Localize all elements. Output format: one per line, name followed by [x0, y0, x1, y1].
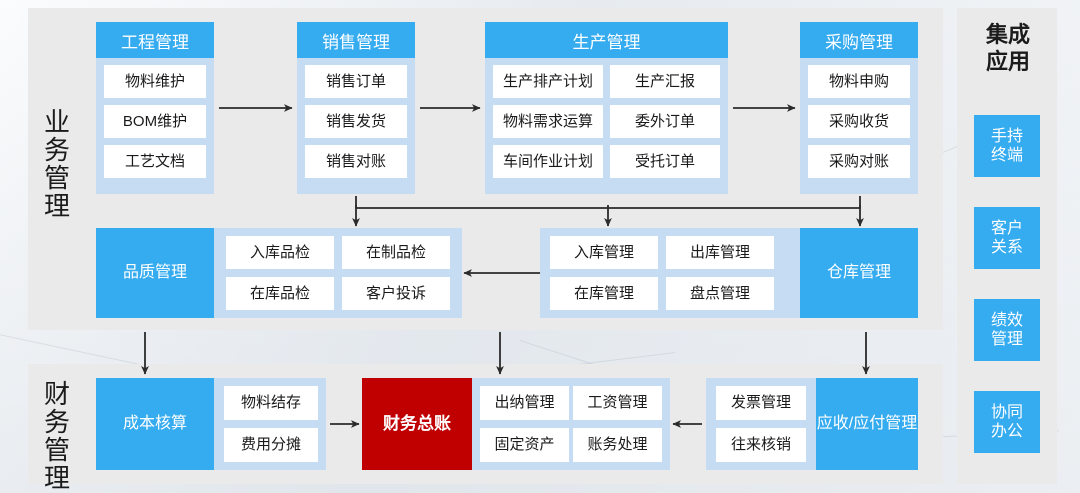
tile-inventory-count-management[interactable]: 盘点管理: [666, 277, 774, 310]
section-label-finance-char-3: 管: [43, 435, 70, 466]
integration-app-customer-relationship[interactable]: 客户 关系: [974, 207, 1040, 269]
tile-material-maintenance[interactable]: 物料维护: [104, 65, 206, 98]
integration-app-collaborative-office-line-1: 协同: [990, 403, 1023, 421]
card-cost-accounting[interactable]: 成本核算 物料结存 费用分摊: [96, 378, 326, 470]
general-ledger-label: 财务总账: [362, 378, 472, 470]
tile-outsourcing-order[interactable]: 委外订单: [610, 105, 720, 138]
tile-payroll-management[interactable]: 工资管理: [573, 386, 662, 420]
tile-process-document[interactable]: 工艺文档: [104, 145, 206, 178]
section-label-finance-char-4: 理: [43, 463, 70, 493]
section-label-finance: 财 务 管 理: [34, 380, 80, 492]
card-production-management[interactable]: 生产管理 生产排产计划 生产汇报 物料需求运算 委外订单 车间作业计划 受托订单: [485, 22, 728, 194]
tile-material-requisition[interactable]: 物料申购: [808, 65, 910, 98]
section-label-business-char-4: 理: [43, 191, 70, 222]
card-engineering-management[interactable]: 工程管理 物料维护 BOM维护 工艺文档: [96, 22, 214, 194]
tile-stock-inspection[interactable]: 在库品检: [226, 277, 334, 310]
tile-invoice-management[interactable]: 发票管理: [716, 386, 806, 420]
tile-customer-complaint[interactable]: 客户投诉: [342, 277, 450, 310]
tile-entrusted-order[interactable]: 受托订单: [610, 145, 720, 178]
section-label-integration: 集成 应用: [962, 22, 1054, 76]
receivable-payable-label: 应收/应付管理: [816, 378, 918, 470]
card-purchasing-header: 采购管理: [800, 22, 918, 58]
quality-management-label: 品质管理: [96, 228, 214, 318]
card-receivable-payable[interactable]: 发票管理 往来核销 应收/应付管理: [706, 378, 918, 470]
integration-app-collaborative-office[interactable]: 协同 办公: [974, 391, 1040, 453]
tile-sales-delivery[interactable]: 销售发货: [305, 105, 407, 138]
card-sales-header: 销售管理: [297, 22, 415, 58]
section-label-business-char-1: 业: [43, 107, 70, 137]
card-general-ledger[interactable]: 财务总账 出纳管理 工资管理 固定资产 账务处理: [362, 378, 670, 470]
tile-fixed-assets[interactable]: 固定资产: [480, 428, 569, 462]
cost-accounting-label: 成本核算: [96, 378, 214, 470]
integration-app-handheld-terminal[interactable]: 手持 终端: [974, 115, 1040, 177]
integration-app-customer-relationship-line-1: 客户: [990, 219, 1023, 237]
integration-app-customer-relationship-line-2: 关系: [990, 239, 1023, 256]
tile-purchase-receipt[interactable]: 采购收货: [808, 105, 910, 138]
section-label-finance-char-2: 务: [43, 407, 70, 438]
section-label-business: 业 务 管 理: [34, 108, 80, 220]
warehouse-management-label: 仓库管理: [800, 228, 918, 318]
integration-app-performance-management[interactable]: 绩效 管理: [974, 299, 1040, 361]
tile-material-balance[interactable]: 物料结存: [224, 386, 318, 420]
card-warehouse-management[interactable]: 入库管理 出库管理 在库管理 盘点管理 仓库管理: [540, 228, 918, 318]
section-label-business-char-2: 务: [43, 135, 70, 166]
tile-sales-reconciliation[interactable]: 销售对账: [305, 145, 407, 178]
card-production-header: 生产管理: [485, 22, 728, 58]
section-label-integration-line-1: 集成: [985, 22, 1030, 47]
section-label-integration-line-2: 应用: [985, 48, 1030, 74]
integration-app-collaborative-office-line-2: 办公: [990, 423, 1023, 440]
tile-accounting-processing[interactable]: 账务处理: [573, 428, 662, 462]
card-quality-management[interactable]: 品质管理 入库品检 在制品检 在库品检 客户投诉: [96, 228, 462, 318]
section-label-business-char-3: 管: [43, 163, 70, 194]
tile-stock-management[interactable]: 在库管理: [550, 277, 658, 310]
tile-material-requirement-calculation[interactable]: 物料需求运算: [493, 105, 603, 138]
tile-workshop-operation-plan[interactable]: 车间作业计划: [493, 145, 603, 178]
integration-app-handheld-terminal-line-2: 终端: [990, 147, 1023, 164]
tile-inbound-inspection[interactable]: 入库品检: [226, 236, 334, 269]
card-sales-management[interactable]: 销售管理 销售订单 销售发货 销售对账: [297, 22, 415, 194]
tile-production-schedule-plan[interactable]: 生产排产计划: [493, 65, 603, 98]
integration-app-handheld-terminal-line-1: 手持: [990, 127, 1023, 145]
section-label-finance-char-1: 财: [43, 379, 70, 409]
card-purchasing-management[interactable]: 采购管理 物料申购 采购收货 采购对账: [800, 22, 918, 194]
integration-app-performance-management-line-1: 绩效: [990, 311, 1023, 329]
tile-outbound-management[interactable]: 出库管理: [666, 236, 774, 269]
tile-cashier-management[interactable]: 出纳管理: [480, 386, 569, 420]
tile-bom-maintenance[interactable]: BOM维护: [104, 105, 206, 138]
tile-wip-inspection[interactable]: 在制品检: [342, 236, 450, 269]
tile-purchase-reconciliation[interactable]: 采购对账: [808, 145, 910, 178]
tile-production-report[interactable]: 生产汇报: [610, 65, 720, 98]
tile-expense-allocation[interactable]: 费用分摊: [224, 428, 318, 462]
tile-inbound-management[interactable]: 入库管理: [550, 236, 658, 269]
card-engineering-header: 工程管理: [96, 22, 214, 58]
tile-settlement-reconciliation[interactable]: 往来核销: [716, 428, 806, 462]
tile-sales-order[interactable]: 销售订单: [305, 65, 407, 98]
integration-app-performance-management-line-2: 管理: [990, 331, 1023, 348]
